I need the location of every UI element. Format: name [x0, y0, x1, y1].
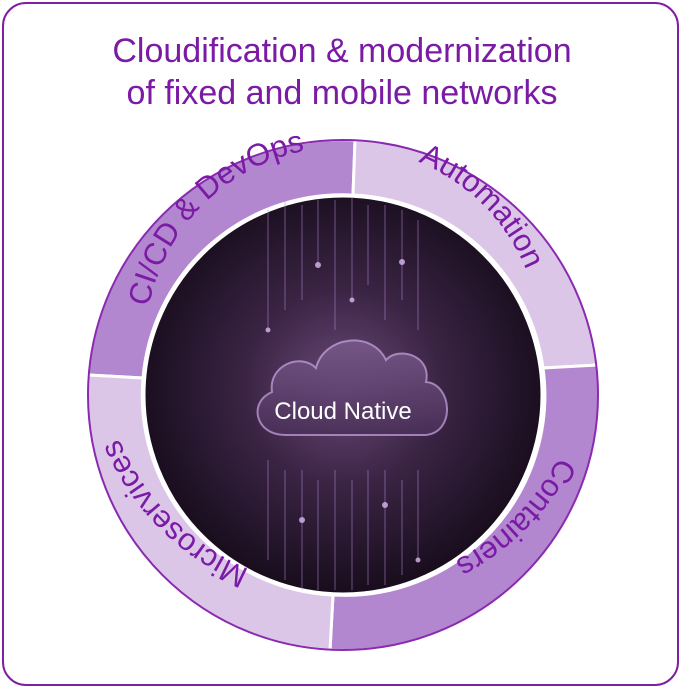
title-line-2: of fixed and mobile networks — [126, 74, 558, 112]
page-title: Cloudification & modernization of fixed … — [0, 30, 684, 114]
title-line-1: Cloudification & modernization — [112, 32, 572, 70]
data-stream-lines — [267, 198, 419, 590]
center-label: Cloud Native — [274, 398, 411, 425]
cloud-icon — [256, 339, 448, 436]
data-stream-dots — [265, 259, 421, 563]
